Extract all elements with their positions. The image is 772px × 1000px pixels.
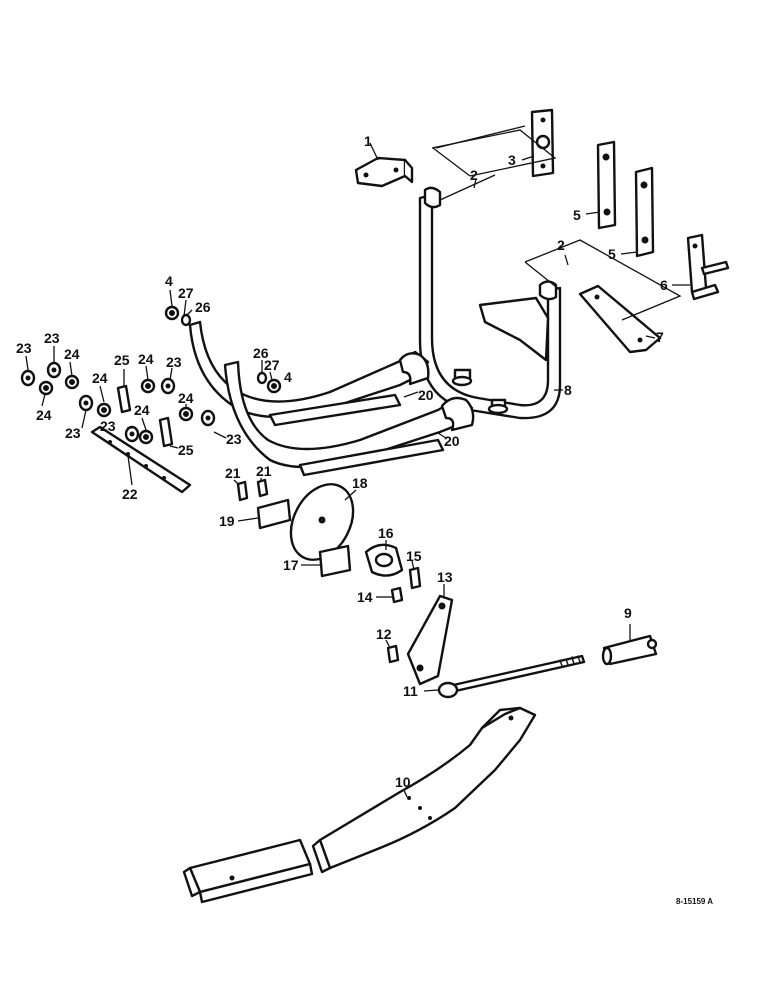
callout-c5b: 5 xyxy=(608,246,616,262)
part-21-bolts xyxy=(236,478,269,502)
part-19-scraper xyxy=(256,498,292,530)
callout-c2a: 2 xyxy=(470,167,478,183)
callout-labels: 1 2 2 3 4 4 5 5 6 7 8 9 10 11 12 13 14 xyxy=(16,133,690,798)
part-18-disc xyxy=(289,483,355,561)
part-11-rod xyxy=(437,654,586,699)
part-16-hub xyxy=(364,543,404,577)
part-7-strap xyxy=(578,284,662,354)
callout-c23e: 23 xyxy=(166,354,182,370)
callout-c11: 11 xyxy=(403,683,418,699)
part-8-u-frame xyxy=(418,186,562,420)
callout-c23f: 23 xyxy=(226,431,242,447)
callout-c19: 19 xyxy=(219,513,235,529)
callout-c24d: 24 xyxy=(138,351,154,367)
callout-c25b: 25 xyxy=(178,442,194,458)
callout-c27b: 27 xyxy=(264,357,280,373)
callout-c12: 12 xyxy=(376,626,392,642)
callout-c6: 6 xyxy=(660,277,668,293)
callout-c26a: 26 xyxy=(195,299,211,315)
callout-c16: 16 xyxy=(378,525,394,541)
reference-code: 8-15159 A xyxy=(676,897,713,906)
callout-c2b: 2 xyxy=(557,237,565,253)
callout-c24f: 24 xyxy=(178,390,194,406)
callout-c3: 3 xyxy=(508,152,516,168)
callout-c5a: 5 xyxy=(573,207,581,223)
part-6-bracket xyxy=(686,233,730,301)
callout-c24e: 24 xyxy=(134,402,150,418)
callout-c20b: 20 xyxy=(444,433,460,449)
callout-c17: 17 xyxy=(283,557,299,573)
part-15-pin xyxy=(408,566,422,590)
callout-c21b: 21 xyxy=(256,463,272,479)
callout-c26b: 26 xyxy=(253,345,269,361)
part-17-plate xyxy=(318,544,352,578)
callout-c9: 9 xyxy=(624,605,632,621)
callout-c23b: 23 xyxy=(44,330,60,346)
callout-c23c: 23 xyxy=(65,425,81,441)
callout-c7: 7 xyxy=(656,329,664,345)
part-1-bracket xyxy=(354,156,414,188)
callout-c20a: 20 xyxy=(418,387,434,403)
part-14-bolt xyxy=(390,586,404,604)
part-20-spring-arm-lower xyxy=(223,360,475,477)
part-9-clevis xyxy=(601,634,658,666)
callout-c8: 8 xyxy=(564,382,572,398)
callout-c23d: 23 xyxy=(100,418,116,434)
callout-c23a: 23 xyxy=(16,340,32,356)
callout-c24b: 24 xyxy=(36,407,52,423)
callout-c24a: 24 xyxy=(64,346,80,362)
part-10-channel-beam xyxy=(182,706,537,904)
callout-c15: 15 xyxy=(406,548,422,564)
callout-c4b: 4 xyxy=(284,369,292,385)
part-20-spring-arm-upper xyxy=(188,320,430,427)
callout-c13: 13 xyxy=(437,569,453,585)
assembly-lines xyxy=(431,125,682,321)
part-5-plate-lower xyxy=(634,166,655,258)
callout-c4a: 4 xyxy=(165,273,173,289)
callout-c1: 1 xyxy=(364,133,372,149)
callout-c25a: 25 xyxy=(114,352,130,368)
part-5-plate-upper xyxy=(596,140,617,230)
part-22-bar xyxy=(90,425,192,494)
hardware-washers-nuts xyxy=(20,305,282,445)
part-12-bolt xyxy=(386,644,400,664)
callout-c21a: 21 xyxy=(225,465,241,481)
part-3-plate xyxy=(530,108,555,178)
part-13-arm xyxy=(406,594,454,686)
callout-c22: 22 xyxy=(122,486,138,502)
callout-c14: 14 xyxy=(357,589,373,605)
callout-c10: 10 xyxy=(395,774,411,790)
part-25-clips xyxy=(116,384,174,448)
callout-c27a: 27 xyxy=(178,285,194,301)
callout-c24c: 24 xyxy=(92,370,108,386)
callout-c18: 18 xyxy=(352,475,368,491)
